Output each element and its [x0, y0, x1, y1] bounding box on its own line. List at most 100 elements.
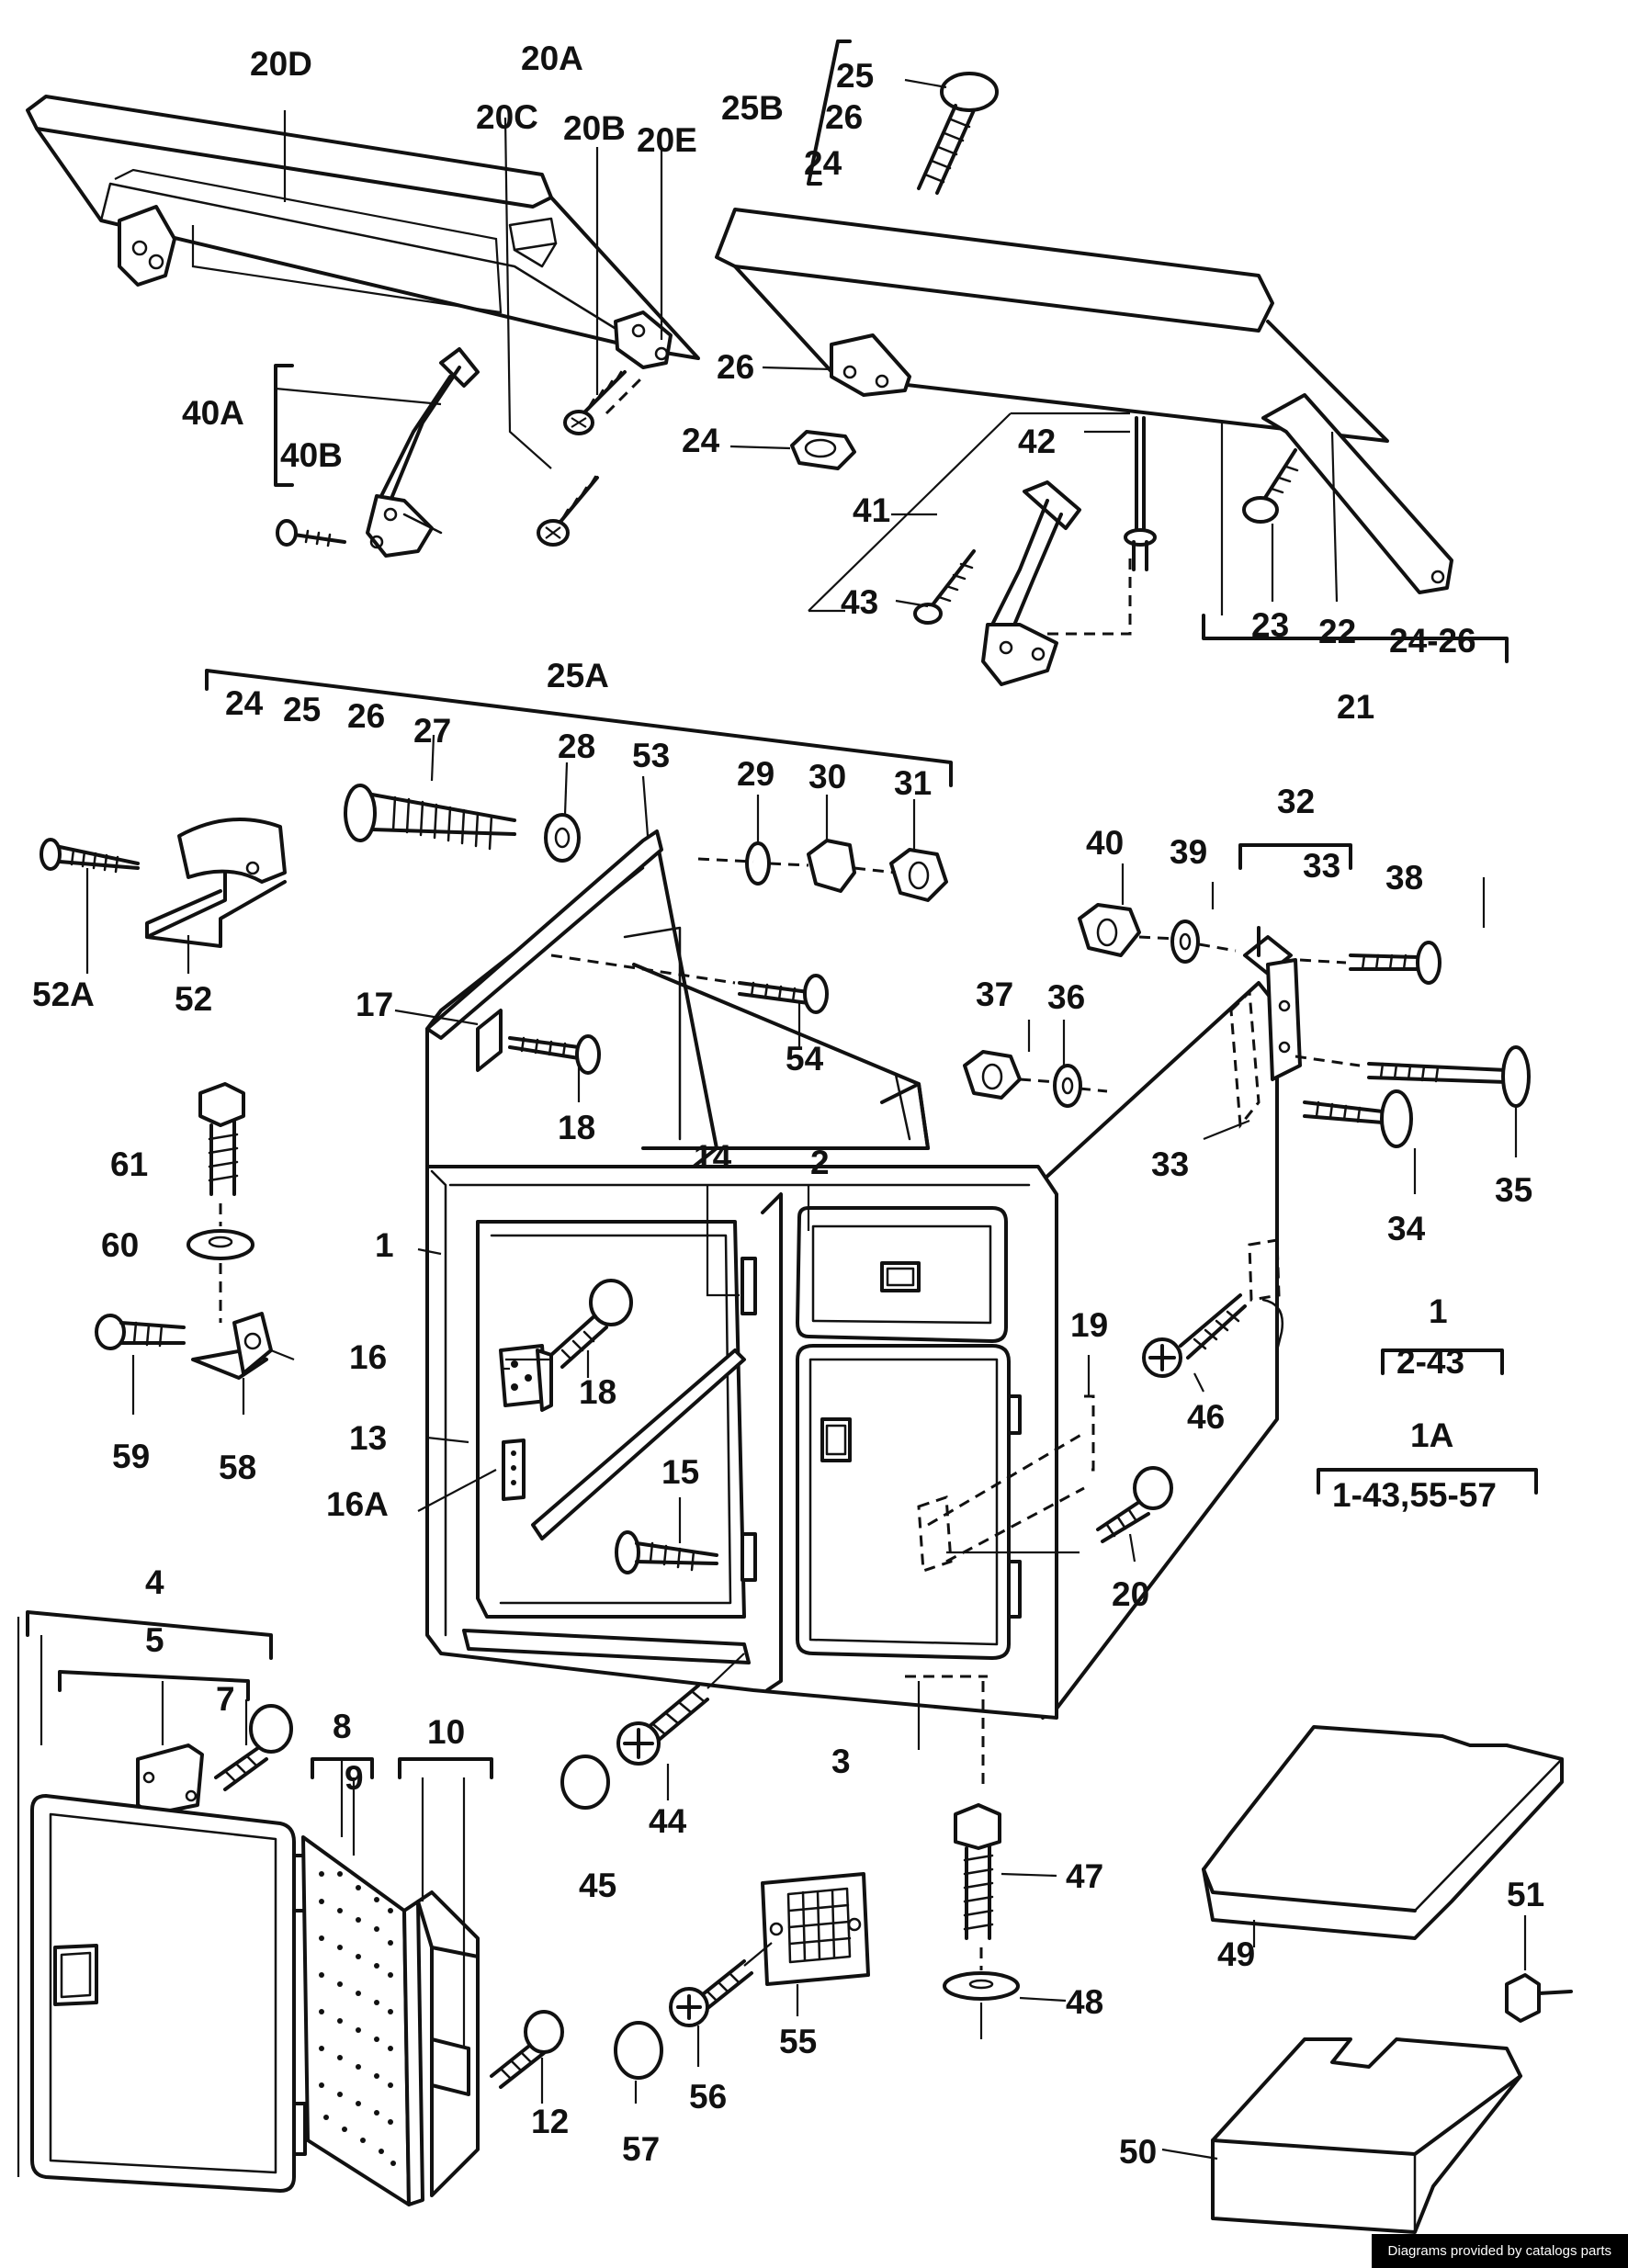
foot-51	[1505, 1973, 1573, 2023]
label-20E: 20E	[637, 121, 697, 159]
label-16A: 16A	[326, 1485, 389, 1523]
screw-20C	[537, 475, 599, 547]
credit-badge: Diagrams provided by catalogs parts	[1371, 2234, 1628, 2268]
label-43: 43	[841, 583, 878, 621]
label-41: 41	[853, 491, 890, 529]
label-61: 61	[110, 1145, 148, 1183]
label-42: 42	[1018, 423, 1056, 460]
cap-57	[614, 2021, 663, 2080]
label-3: 3	[831, 1743, 851, 1780]
lid-stay-hinge	[366, 347, 480, 558]
label-20: 20	[1112, 1575, 1149, 1613]
label-2: 2	[810, 1144, 830, 1181]
screw-52A	[40, 838, 140, 874]
lid-hinge-41	[981, 480, 1081, 686]
label-1-43-55-57: 1-43,55-57	[1332, 1476, 1497, 1514]
label-18-mid: 18	[579, 1373, 616, 1411]
label-33-top: 33	[1303, 847, 1340, 885]
label-group-26: 26	[347, 697, 385, 735]
screw-46	[1142, 1293, 1247, 1378]
label-4: 4	[145, 1563, 164, 1601]
label-53: 53	[632, 737, 670, 774]
washer-36	[1053, 1064, 1082, 1108]
screw-12	[490, 2010, 564, 2089]
label-15: 15	[661, 1453, 699, 1491]
label-33: 33	[1151, 1145, 1189, 1183]
label-44: 44	[649, 1802, 687, 1840]
screw-44	[616, 1684, 709, 1766]
label-group-25: 25	[283, 691, 321, 728]
label-45: 45	[579, 1867, 616, 1904]
lid-left	[26, 95, 700, 369]
label-24-26: 24-26	[1389, 622, 1476, 660]
cabinet-body	[425, 839, 1284, 1791]
washer-60	[187, 1229, 254, 1260]
label-40: 40	[1086, 824, 1124, 862]
label-29: 29	[737, 755, 774, 793]
label-5: 5	[145, 1621, 164, 1659]
label-40B: 40B	[280, 436, 343, 474]
bolt-27	[344, 784, 516, 851]
label-2-43: 2-43	[1396, 1343, 1464, 1381]
label-18-top: 18	[558, 1109, 595, 1146]
label-50: 50	[1119, 2133, 1157, 2171]
label-12: 12	[531, 2103, 569, 2140]
label-48: 48	[1066, 1983, 1103, 2021]
label-46: 46	[1187, 1398, 1225, 1436]
label-9: 9	[345, 1759, 364, 1797]
nut-24	[790, 430, 856, 470]
screw-15	[615, 1530, 718, 1574]
door-4	[30, 1794, 307, 2193]
block-50	[1211, 2037, 1522, 2234]
label-59: 59	[112, 1438, 150, 1475]
label-1: 1	[375, 1226, 394, 1264]
label-26: 26	[717, 348, 754, 386]
screw-20	[1096, 1466, 1173, 1543]
bolt-61	[198, 1082, 245, 1196]
label-38: 38	[1385, 859, 1423, 897]
bracket-52	[145, 818, 287, 948]
label-28: 28	[558, 728, 595, 765]
label-52A: 52A	[32, 976, 95, 1013]
washer-29	[745, 841, 771, 886]
label-27: 27	[413, 712, 451, 750]
bar-53	[425, 829, 663, 1040]
nut-40	[1078, 903, 1141, 957]
nut-31	[889, 848, 948, 902]
label-26-top: 26	[825, 98, 863, 136]
bracket-58	[191, 1312, 273, 1380]
label-20C: 20C	[476, 98, 538, 136]
bolt-35	[1367, 1045, 1531, 1108]
callout-labels: 20D 20A 20C 20B 20E 25B 25 26 24 26 24 4…	[32, 39, 1544, 2171]
label-36: 36	[1047, 978, 1085, 1016]
label-16: 16	[349, 1338, 387, 1376]
bolt-47	[954, 1803, 1001, 1940]
label-56: 56	[689, 2078, 727, 2116]
clip-17	[476, 1009, 503, 1072]
screw-40B	[276, 519, 346, 547]
label-7: 7	[216, 1680, 235, 1718]
washer-48	[943, 1971, 1020, 2001]
label-25B: 25B	[721, 89, 784, 127]
nut-37	[963, 1050, 1022, 1100]
bolt-34	[1303, 1089, 1413, 1148]
label-8: 8	[333, 1708, 352, 1745]
label-39: 39	[1170, 833, 1207, 871]
label-30: 30	[808, 758, 846, 795]
label-37: 37	[976, 976, 1013, 1013]
label-21: 21	[1337, 688, 1374, 726]
label-14: 14	[694, 1138, 732, 1176]
label-58: 58	[219, 1449, 256, 1486]
label-55: 55	[779, 2023, 817, 2060]
label-20D: 20D	[250, 45, 312, 83]
grille-55	[761, 1872, 870, 1986]
rivet-42	[1124, 416, 1157, 571]
washer-39	[1170, 920, 1200, 964]
label-25: 25	[836, 57, 874, 95]
panel-8-9	[301, 1835, 424, 2206]
label-49: 49	[1217, 1935, 1255, 1973]
label-51: 51	[1507, 1876, 1544, 1913]
label-19: 19	[1070, 1306, 1108, 1344]
screw-56	[669, 1959, 753, 2027]
label-52: 52	[175, 980, 212, 1018]
